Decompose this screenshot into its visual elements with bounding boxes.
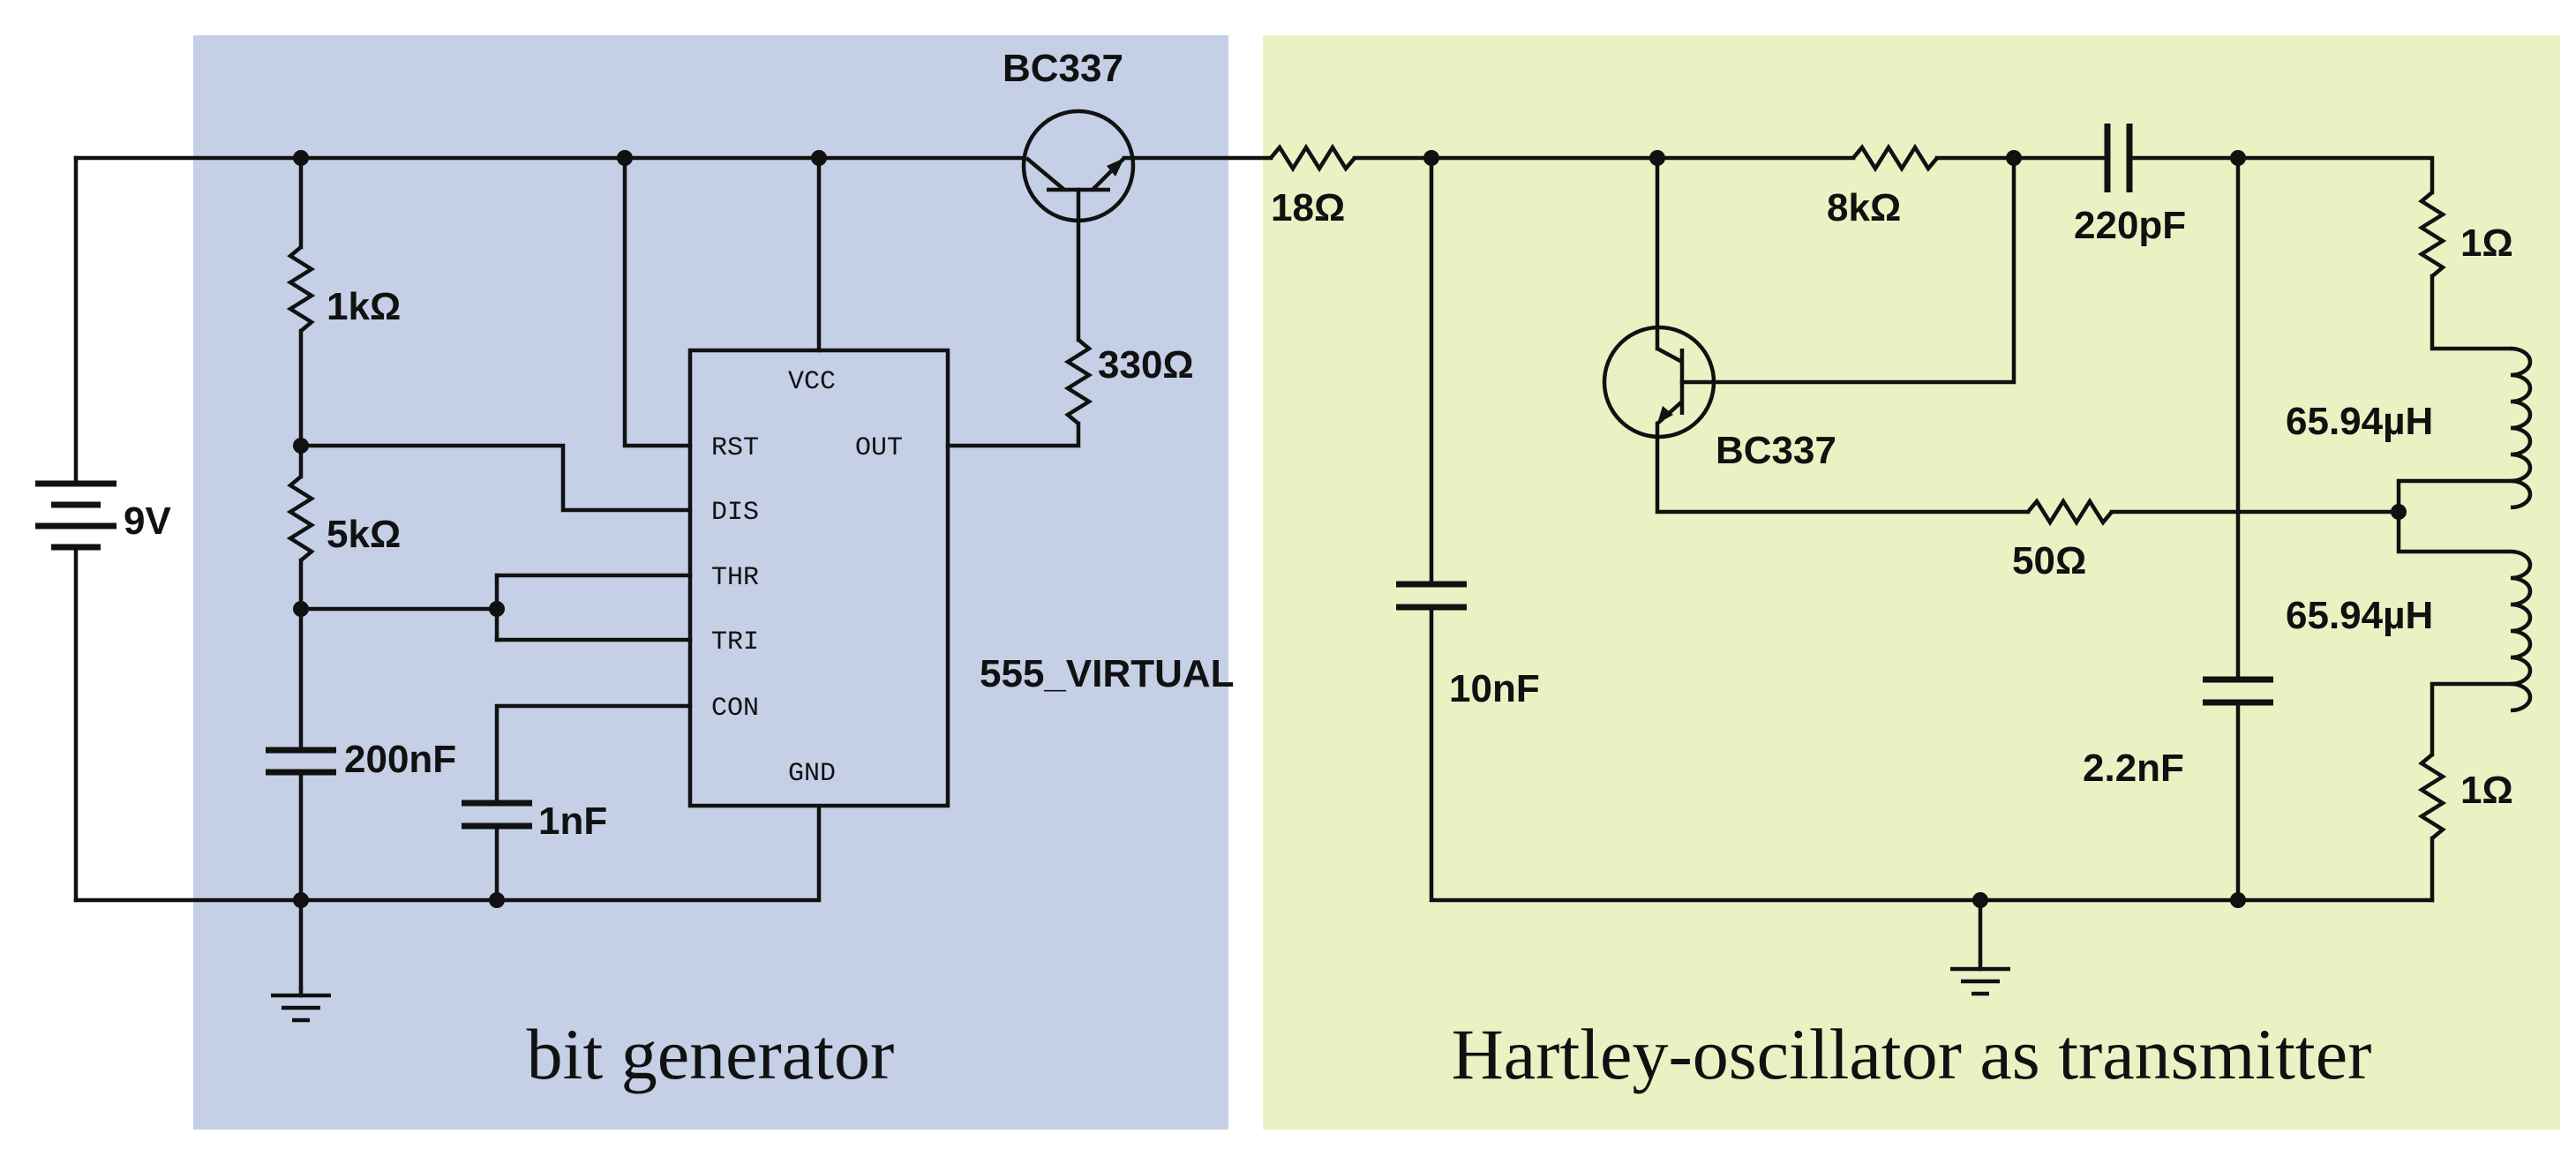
label-r-50: 50Ω	[2012, 539, 2086, 582]
label-r-18: 18Ω	[1271, 186, 1345, 229]
section-caption-transmitter: Hartley-oscillator as transmitter	[1452, 1014, 2372, 1094]
label-r-5k: 5kΩ	[327, 513, 401, 556]
label-r-8k: 8kΩ	[1827, 186, 1901, 229]
section-caption-bit-generator: bit generator	[527, 1014, 895, 1094]
pin-gnd: GND	[788, 759, 836, 789]
resistor-5k	[286, 475, 316, 562]
pin-rst: RST	[711, 433, 759, 463]
resistor-1-bottom	[2417, 753, 2447, 840]
pin-con: CON	[711, 694, 759, 724]
ground-icon	[1950, 959, 2010, 996]
resistor-50	[2026, 497, 2114, 527]
label-c-2n2: 2.2nF	[2083, 747, 2184, 790]
transmitter-panel	[1263, 35, 2560, 1130]
npn-transistor-icon	[1021, 109, 1136, 223]
label-l-top: 65.94µH	[2286, 400, 2433, 443]
resistor-1-top	[2417, 191, 2447, 278]
label-c-200n: 200nF	[344, 738, 456, 781]
pin-vcc: VCC	[788, 367, 836, 397]
bit-generator-circuit: VCC RST OUT DIS THR TRI CON GND	[35, 47, 1273, 1023]
resistor-330	[1063, 338, 1093, 425]
label-q2: BC337	[1716, 429, 1836, 472]
battery-icon	[35, 480, 116, 551]
label-r-1-top: 1Ω	[2460, 222, 2513, 265]
resistor-1k	[286, 245, 316, 333]
label-r-1-bottom: 1Ω	[2460, 769, 2513, 812]
label-r-1k: 1kΩ	[327, 285, 401, 328]
pin-dis: DIS	[711, 498, 759, 528]
label-r-330: 330Ω	[1098, 343, 1194, 387]
junction-dots	[293, 150, 827, 908]
label-c-1n: 1nF	[538, 800, 607, 843]
junction-dots-transmitter	[1423, 150, 2407, 908]
label-l-bottom: 65.94µH	[2286, 594, 2433, 637]
label-battery: 9V	[124, 499, 171, 543]
transmitter-circuit: 18Ω 10nF 8kΩ 220pF BC337 50Ω 2.2nF 1Ω 65…	[1269, 124, 2533, 996]
label-q1: BC337	[1003, 47, 1123, 90]
resistor-18	[1269, 143, 1356, 173]
resistor-8k	[1851, 143, 1939, 173]
pin-thr: THR	[711, 563, 759, 593]
label-c-220p: 220pF	[2074, 204, 2186, 247]
ground-icon	[271, 986, 331, 1023]
ic-555-body	[687, 348, 950, 808]
label-ic-name: 555_VIRTUAL	[980, 652, 1235, 695]
label-c-10n: 10nF	[1449, 667, 1540, 710]
pin-tri: TRI	[711, 627, 759, 657]
pin-out: OUT	[855, 433, 903, 463]
